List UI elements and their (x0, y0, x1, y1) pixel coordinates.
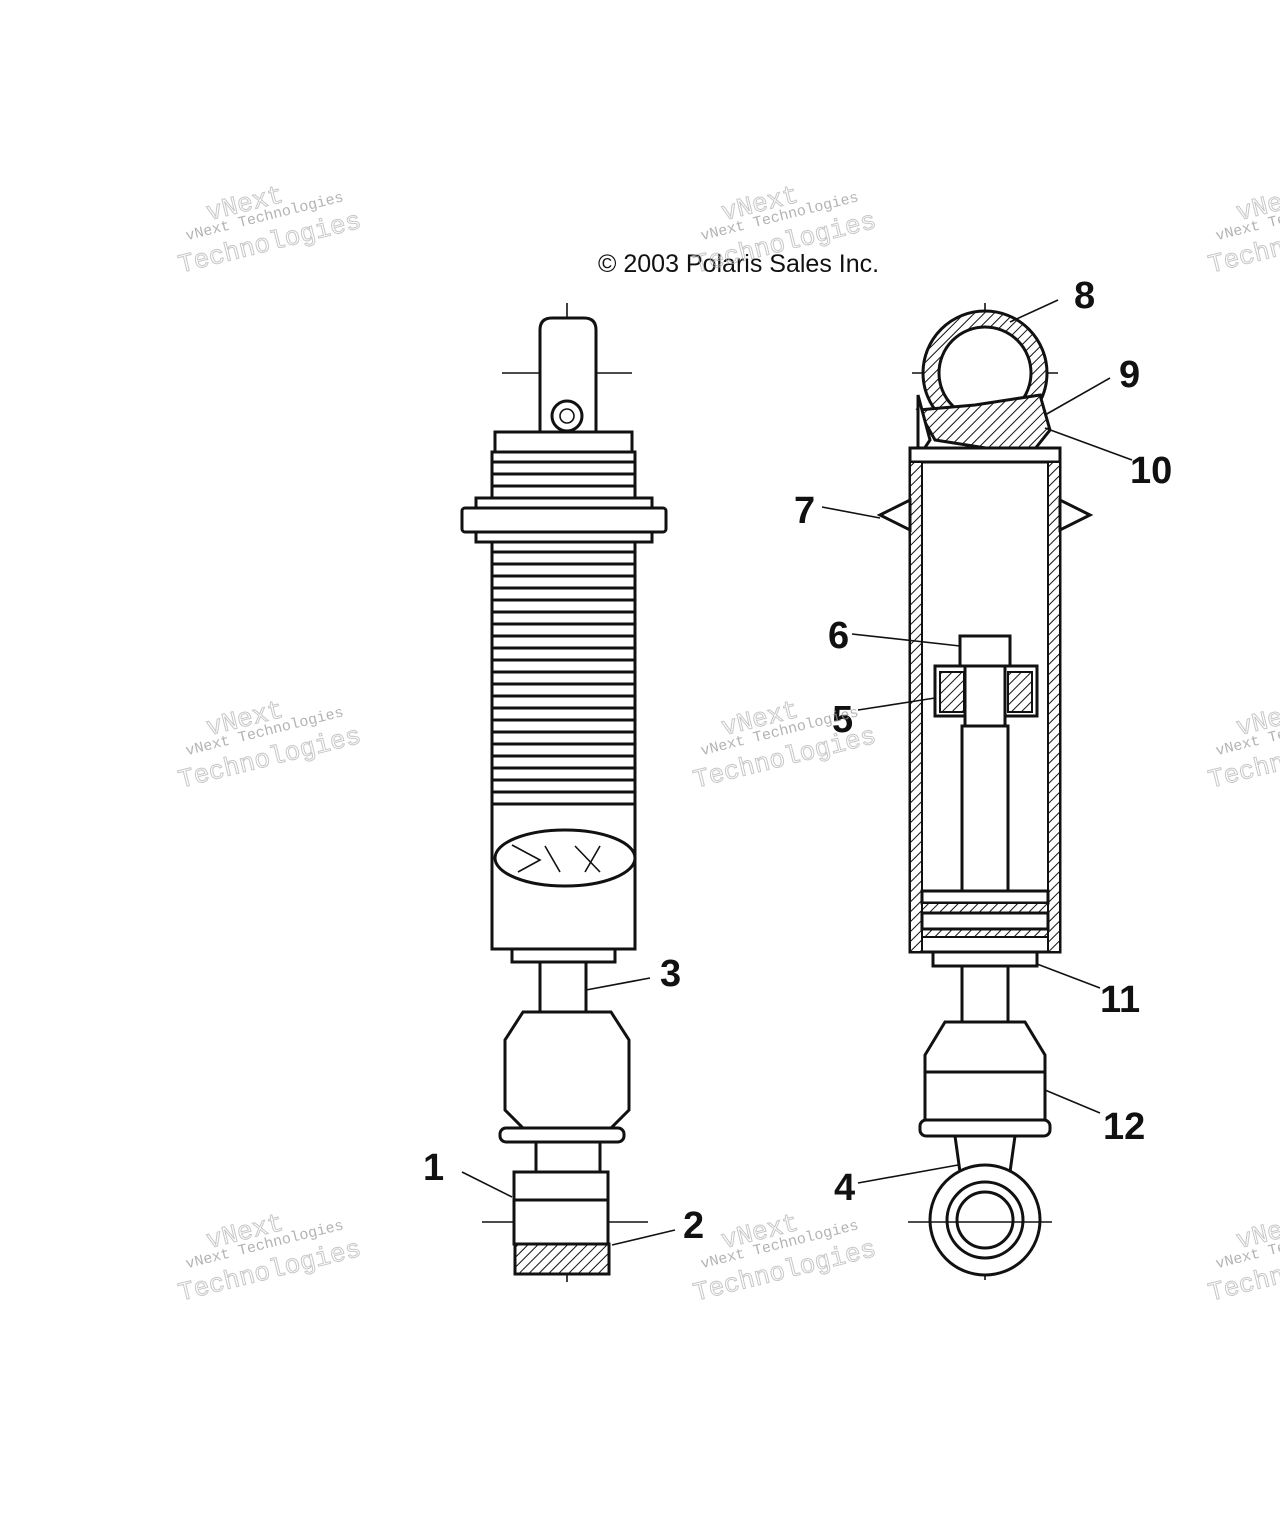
callout-11: 11 (1100, 979, 1140, 1021)
callout-12: 12 (1103, 1106, 1145, 1148)
bump-stop (503, 1010, 631, 1130)
right-shock-cutaway (876, 303, 1094, 1280)
piston-shaft (538, 960, 588, 1014)
callout-2: 2 (683, 1205, 704, 1247)
callout-3: 3 (660, 953, 681, 995)
upper-threads (490, 450, 637, 500)
callout-numbers: 1 2 3 4 5 6 7 8 9 10 11 12 (423, 275, 1172, 1247)
callout-1: 1 (423, 1147, 444, 1189)
threaded-body (490, 540, 637, 806)
left-shock-assembly (460, 303, 668, 1282)
callout-6: 6 (828, 615, 849, 657)
copyright-text: © 2003 Polaris Sales Inc. (598, 250, 879, 278)
top-clevis (538, 316, 598, 434)
callout-4: 4 (834, 1167, 855, 1209)
seal-head (920, 889, 1050, 905)
leader-lines (461, 299, 1133, 1246)
bushing (513, 1242, 611, 1276)
bottom-cap (931, 950, 1039, 968)
callout-8: 8 (1074, 275, 1095, 317)
top-cap (493, 430, 634, 454)
spring-seat-flange (876, 497, 912, 533)
callout-10: 10 (1130, 450, 1172, 492)
piston-nut (958, 634, 1012, 668)
spring-adjuster-nut (460, 506, 668, 534)
callout-9: 9 (1119, 354, 1140, 396)
callout-7: 7 (794, 490, 815, 532)
brand-logo (493, 828, 637, 888)
callout-5: 5 (832, 699, 853, 741)
